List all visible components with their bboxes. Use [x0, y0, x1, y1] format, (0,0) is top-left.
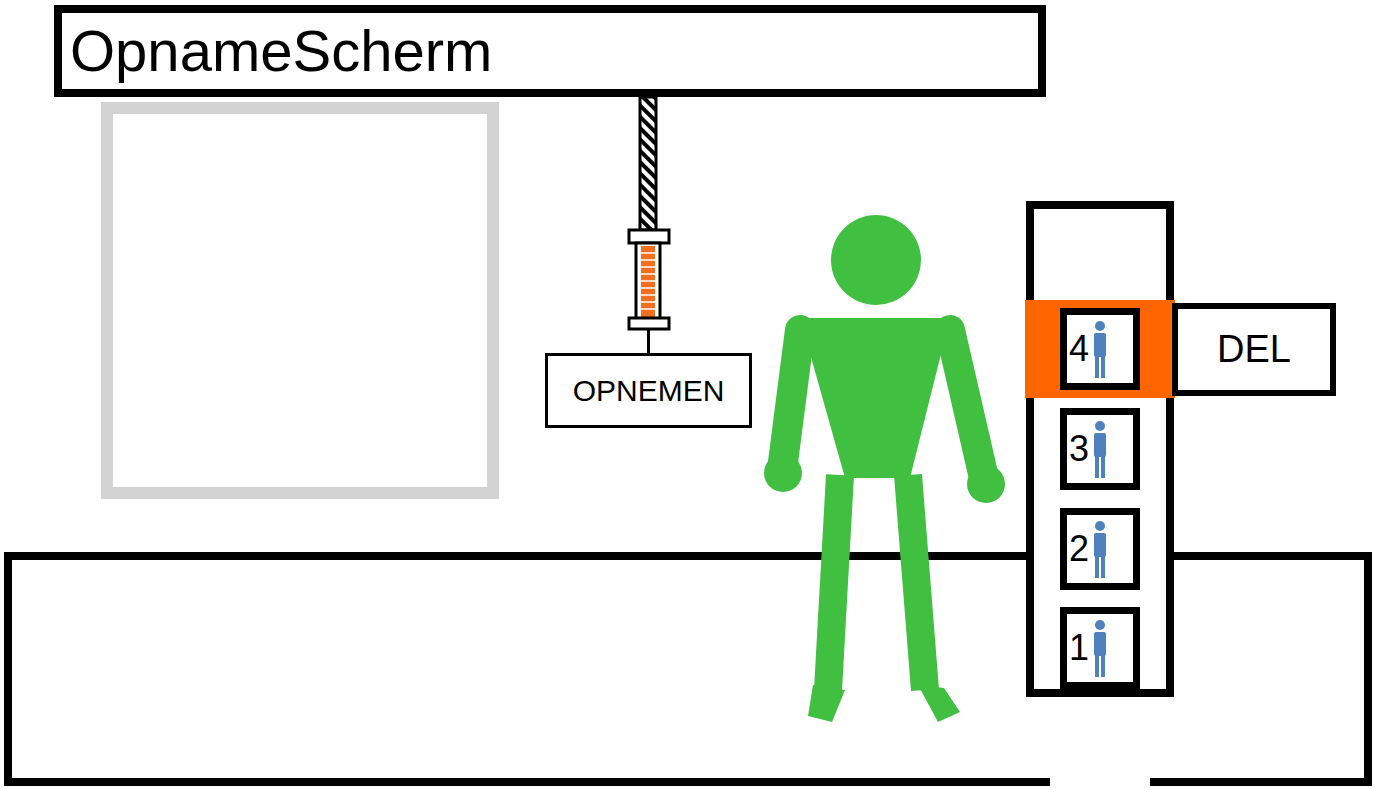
slot-fill	[1060, 308, 1140, 390]
node-label: OpnameScherm	[70, 19, 492, 83]
node-label: 4	[1069, 329, 1089, 369]
node-label: 1	[1069, 628, 1089, 668]
person-icon	[1094, 421, 1106, 478]
delete-button: DEL	[1172, 303, 1336, 396]
slot-box: 2	[1060, 508, 1140, 590]
node-label: 3	[1069, 429, 1089, 469]
record-button: OPNEMEN	[545, 353, 752, 428]
player-figure	[764, 215, 1005, 722]
person-icon	[1094, 521, 1106, 578]
slot-fill	[1060, 508, 1140, 590]
slot-fill	[1060, 607, 1140, 689]
slot-box: 1	[1060, 607, 1140, 689]
person-icon	[1094, 321, 1106, 378]
selection-highlight	[1025, 300, 1175, 398]
title-bar: OpnameScherm	[54, 5, 1046, 97]
slot-fill	[1060, 408, 1140, 490]
node-label: OPNEMEN	[573, 374, 725, 407]
syringe	[629, 97, 669, 329]
node-label: 2	[1069, 529, 1089, 569]
slot-box: 3	[1060, 408, 1140, 490]
node-label: DEL	[1217, 329, 1291, 371]
slot-box: 4	[1060, 308, 1140, 390]
person-icon	[1094, 620, 1106, 677]
slot-panel	[1030, 205, 1170, 693]
preview-frame	[107, 108, 493, 493]
